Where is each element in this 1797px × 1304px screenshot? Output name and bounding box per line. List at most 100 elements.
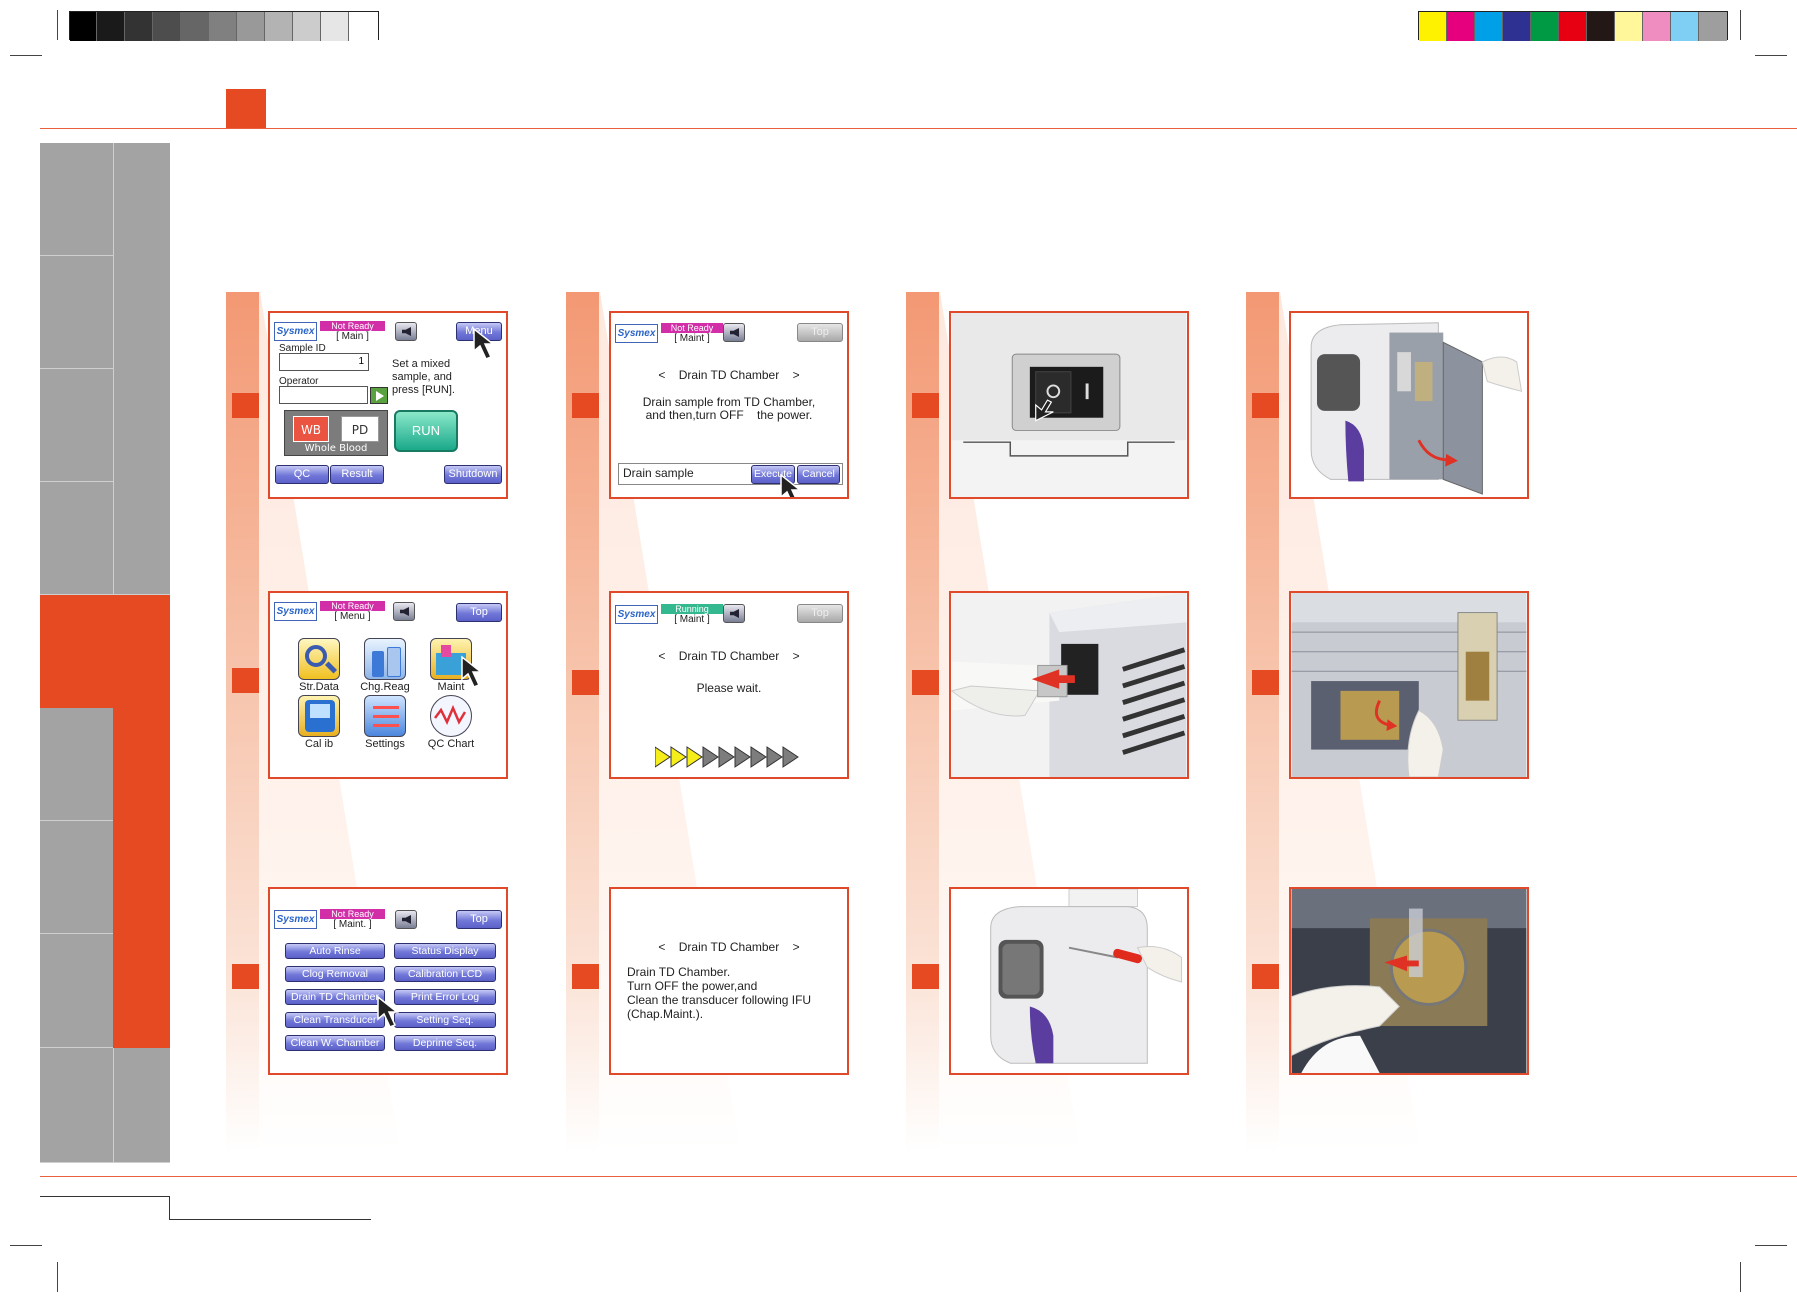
- operator-label: Operator: [279, 376, 319, 387]
- sidebar-active-column: [113, 708, 170, 1048]
- sysmex-logo: Sysmex: [274, 602, 317, 621]
- step-marker: [1252, 670, 1279, 695]
- result-button[interactable]: Result: [330, 465, 384, 484]
- calibration-label: Cal ib: [304, 738, 334, 750]
- drain-td-chamber-button[interactable]: Drain TD Chamber: [285, 989, 385, 1005]
- progress-arrow: [782, 746, 799, 768]
- auto-rinse-button[interactable]: Auto Rinse: [285, 943, 385, 959]
- pointer-cursor-icon: [377, 995, 400, 1028]
- screen-title: < Drain TD Chamber >: [658, 368, 800, 382]
- grayscale-calibration-bar: [69, 11, 379, 41]
- crop-mark: [1755, 55, 1787, 56]
- instruction-line: Turn OFF the power,and: [627, 979, 758, 993]
- maintenance-label: Maint: [437, 681, 465, 693]
- calibration-icon[interactable]: [298, 695, 340, 737]
- sidebar-cell: [40, 482, 113, 595]
- transducer-illustration: [1291, 889, 1527, 1073]
- menu-screen-panel: Sysmex Not Ready [ Menu ] Top Str.Data C…: [268, 591, 508, 779]
- menu-button[interactable]: Menu: [456, 322, 502, 341]
- stored-data-icon[interactable]: [298, 638, 340, 680]
- run-button[interactable]: RUN: [394, 410, 458, 452]
- step-ribbon: [226, 292, 259, 1152]
- progress-arrow: [718, 746, 735, 768]
- screen-name: [ Maint ]: [674, 333, 710, 344]
- sound-icon[interactable]: [395, 910, 417, 929]
- qc-chart-icon[interactable]: [430, 695, 472, 737]
- screen-name: [ Main ]: [336, 331, 369, 342]
- deprime-seq-button[interactable]: Deprime Seq.: [394, 1035, 496, 1051]
- mode-wb-button[interactable]: WB: [293, 416, 329, 442]
- sound-icon[interactable]: [395, 322, 417, 341]
- mode-caption: Whole Blood: [304, 443, 368, 454]
- step-marker: [572, 393, 599, 418]
- drain-confirm-panel: Sysmex Not Ready [ Maint ] Top < Drain T…: [609, 311, 849, 499]
- sidebar-cell: [113, 143, 170, 595]
- operator-enter-button[interactable]: [370, 387, 388, 404]
- step-marker: [572, 964, 599, 989]
- sound-icon[interactable]: [393, 602, 415, 621]
- settings-icon[interactable]: [364, 695, 406, 737]
- shutdown-button[interactable]: Shutdown: [444, 465, 502, 484]
- print-error-log-button[interactable]: Print Error Log: [394, 989, 496, 1005]
- crop-mark: [57, 10, 58, 40]
- status-display-button[interactable]: Status Display: [394, 943, 496, 959]
- operator-field[interactable]: [279, 386, 368, 404]
- qc-chart-label: QC Chart: [427, 738, 475, 750]
- sidebar-cell: [40, 821, 113, 934]
- footer-tab-line: [169, 1219, 371, 1220]
- sound-icon[interactable]: [723, 323, 745, 342]
- step-ribbon: [1246, 292, 1279, 1152]
- play-icon: [376, 391, 384, 401]
- instruction-line: (Chap.Maint.).: [627, 1007, 704, 1021]
- status-badge: Running: [661, 604, 723, 614]
- sysmex-logo: Sysmex: [274, 910, 317, 929]
- pointer-cursor-icon: [461, 655, 484, 688]
- top-button: Top: [797, 604, 843, 623]
- top-button[interactable]: Top: [456, 603, 502, 622]
- crop-mark: [10, 1245, 42, 1246]
- screwdriver-illustration: [951, 889, 1187, 1073]
- screen-title: < Drain TD Chamber >: [658, 940, 800, 954]
- progress-arrow: [766, 746, 783, 768]
- pointer-cursor-icon: [473, 327, 496, 360]
- step-ribbon: [566, 292, 599, 1152]
- sound-icon[interactable]: [723, 604, 745, 623]
- stored-data-label: Str.Data: [299, 681, 339, 693]
- sysmex-logo: Sysmex: [615, 324, 658, 343]
- instruction-line-2: sample, and: [392, 371, 452, 383]
- step-ribbon: [906, 292, 939, 1152]
- step-marker: [1252, 964, 1279, 989]
- open-panel-illustration: [1291, 313, 1527, 497]
- open-panel-photo: [1289, 311, 1529, 499]
- step-marker: [572, 670, 599, 695]
- progress-arrow: [734, 746, 751, 768]
- top-button[interactable]: Top: [456, 910, 502, 929]
- crop-mark: [1740, 10, 1741, 40]
- clean-w-chamber-button[interactable]: Clean W. Chamber: [285, 1035, 385, 1051]
- clog-removal-button[interactable]: Clog Removal: [285, 966, 385, 982]
- mode-pd-button[interactable]: PD: [341, 416, 379, 442]
- status-badge: Not Ready: [320, 321, 385, 331]
- progress-arrow: [750, 746, 767, 768]
- header-square: [226, 89, 266, 128]
- sidebar-cell: [113, 1048, 170, 1163]
- sidebar: [40, 143, 170, 1163]
- calibration-lcd-button[interactable]: Calibration LCD: [394, 966, 496, 982]
- power-switch-illustration: [951, 313, 1187, 497]
- crop-mark: [57, 1262, 58, 1292]
- status-badge: Not Ready: [661, 323, 723, 333]
- step-marker: [912, 670, 939, 695]
- sidebar-cell: [40, 708, 113, 821]
- clean-transducer-button[interactable]: Clean Transducer: [285, 1012, 385, 1028]
- instruction-line: Clean the transducer following IFU: [627, 993, 812, 1007]
- cancel-button[interactable]: Cancel: [797, 465, 840, 484]
- qc-button[interactable]: QC: [275, 465, 329, 484]
- setting-seq-button[interactable]: Setting Seq.: [394, 1012, 496, 1028]
- crop-mark: [10, 55, 42, 56]
- main-screen-panel: Sysmex Not Ready [ Main ] Menu Sample ID…: [268, 311, 508, 499]
- change-reagent-icon[interactable]: [364, 638, 406, 680]
- drain-sample-label: Drain sample: [623, 466, 694, 480]
- sample-id-field[interactable]: 1: [279, 353, 369, 371]
- drain-running-panel: Sysmex Running [ Maint ] Top < Drain TD …: [609, 591, 849, 779]
- maint-screen-panel: Sysmex Not Ready [ Maint. ] Top Auto Rin…: [268, 887, 508, 1075]
